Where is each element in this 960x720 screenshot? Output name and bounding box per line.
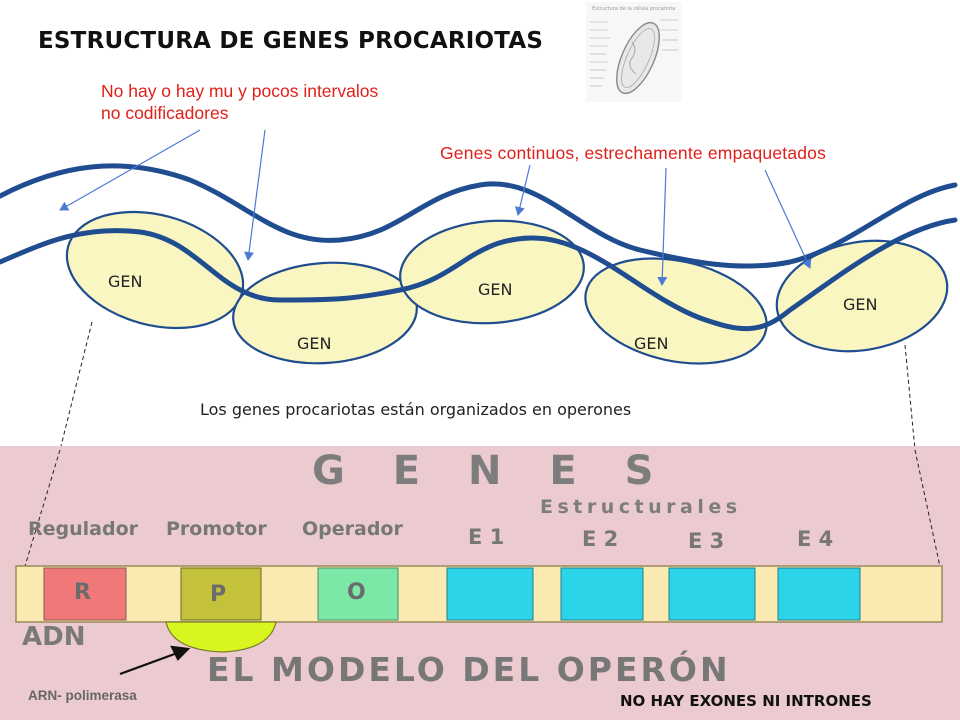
e2-label: E 2	[582, 527, 619, 551]
dashed-guide-left	[59, 321, 93, 450]
structural-heading: Estructurales	[540, 496, 742, 518]
gene-label: GEN	[634, 334, 669, 353]
gene-ellipse	[65, 210, 245, 330]
structural-gene-box	[560, 567, 644, 621]
structural-gene-box	[668, 567, 756, 621]
arrow-pointer	[59, 129, 201, 211]
e4-label: E 4	[797, 527, 834, 551]
promoter-box-letter: P	[210, 582, 227, 607]
no-exons-introns-note: NO HAY EXONES NI INTRONES	[620, 692, 872, 710]
structural-gene-box	[446, 567, 534, 621]
structural-gene-box	[777, 567, 861, 621]
operon-model-title: EL MODELO DEL OPERÓN	[207, 650, 731, 689]
dna-strand-lower	[0, 217, 958, 332]
gene-label: GEN	[108, 272, 143, 291]
regulator-box-letter: R	[74, 580, 91, 605]
gene-ellipse	[232, 261, 418, 365]
cell-thumbnail-image: Estructura de la célula procariota	[586, 2, 682, 102]
page-title: ESTRUCTURA DE GENES PROCARIOTAS	[38, 28, 544, 54]
arrow-pointer	[515, 164, 531, 216]
annotation-noncoding-intervals: No hay o hay mu y pocos intervalos no co…	[101, 81, 379, 123]
regulator-box	[43, 567, 127, 621]
promoter-label: Promotor	[166, 518, 267, 540]
e1-label: E 1	[468, 525, 505, 549]
rna-polymerase-label: ARN- polimerasa	[28, 688, 137, 703]
e3-label: E 3	[688, 529, 725, 553]
arrow-pointer	[657, 167, 668, 286]
operator-label: Operador	[302, 518, 403, 540]
gene-label: GEN	[843, 295, 878, 314]
polymerase-arrow	[119, 650, 181, 676]
regulator-label: Regulador	[28, 518, 139, 540]
gene-ellipse	[775, 239, 949, 353]
arrow-pointer	[764, 169, 812, 269]
promoter-box	[180, 567, 262, 621]
arrow-pointer	[244, 129, 266, 261]
gene-ellipse	[399, 219, 585, 325]
operator-box	[317, 567, 399, 621]
annotation-continuous-genes: Genes continuos, estrechamente empaqueta…	[440, 143, 827, 163]
rna-polymerase-shape	[165, 621, 277, 653]
dashed-guide-right	[904, 344, 916, 450]
thumbnail-caption: Estructura de la célula procariota	[592, 5, 675, 12]
genes-heading: G E N E S	[312, 448, 671, 494]
operator-box-letter: O	[347, 580, 366, 605]
gene-label: GEN	[478, 280, 513, 299]
gene-label: GEN	[297, 334, 332, 353]
dna-strand-upper	[0, 163, 958, 269]
operon-caption: Los genes procariotas están organizados …	[200, 400, 632, 419]
dna-label: ADN	[22, 622, 86, 652]
operon-diagram	[15, 449, 943, 676]
gene-strand-diagram	[0, 129, 958, 450]
